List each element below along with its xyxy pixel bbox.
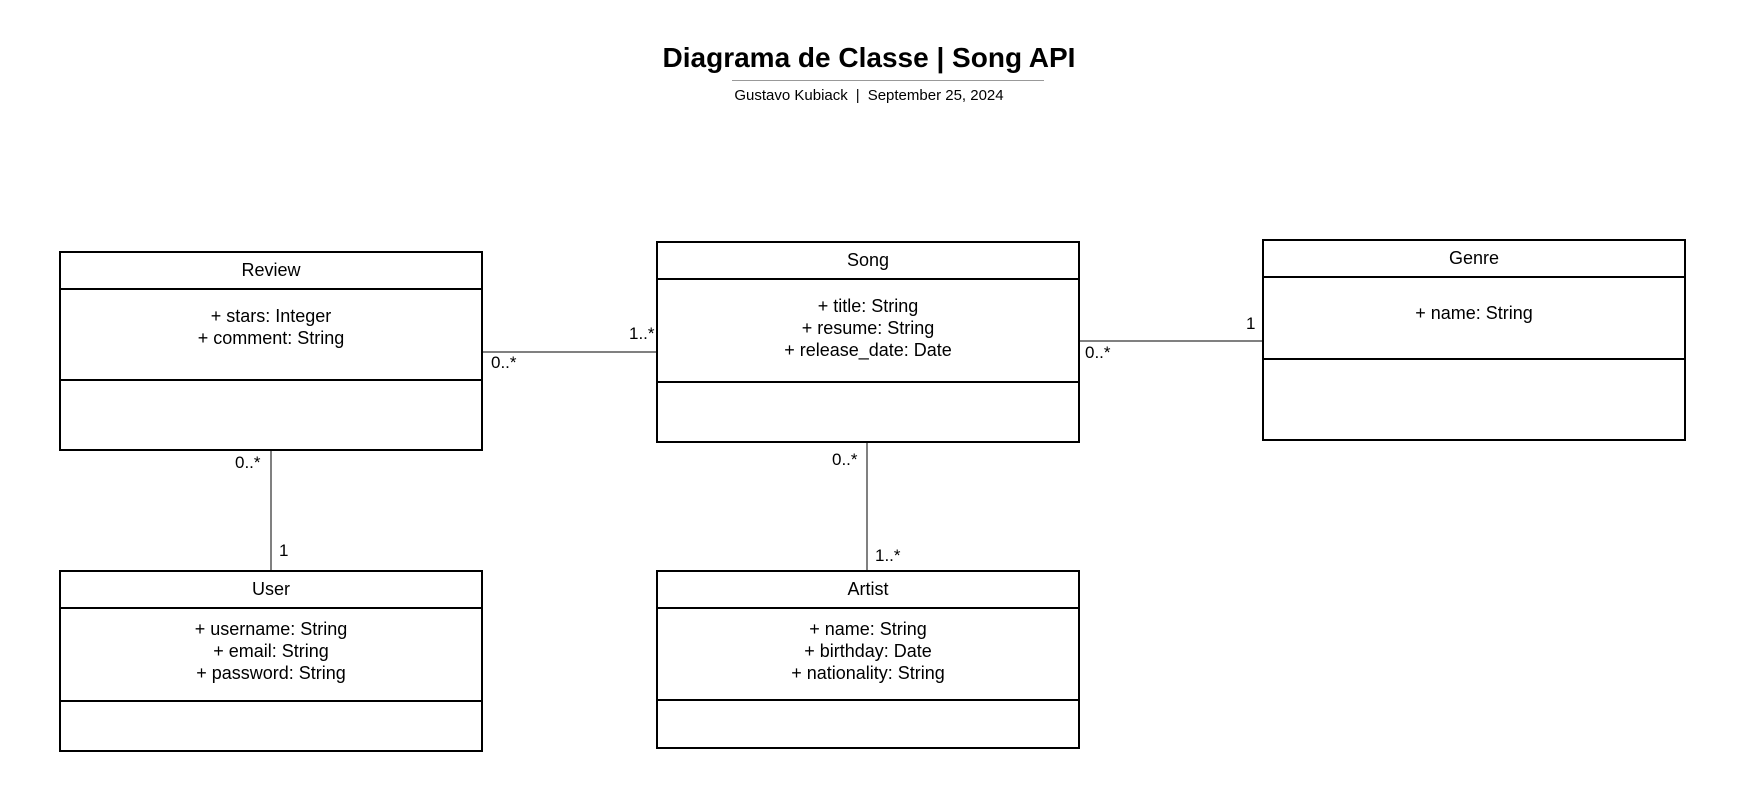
multiplicity-review-song-song-end: 1..* bbox=[629, 324, 655, 343]
multiplicity-song-genre-song-end: 0..* bbox=[1085, 343, 1111, 362]
class-review-attributes: + stars: Integer + comment: String bbox=[61, 290, 481, 381]
attribute: + name: String bbox=[809, 619, 927, 639]
class-review-methods bbox=[61, 381, 481, 449]
attribute: + stars: Integer bbox=[210, 306, 332, 326]
attribute: + title: String bbox=[817, 296, 919, 316]
attribute: + name: String bbox=[1415, 303, 1533, 323]
multiplicity-song-artist-song-end: 0..* bbox=[832, 450, 858, 469]
class-genre-methods bbox=[1264, 360, 1684, 439]
class-user[interactable]: User + username: String + email: String … bbox=[59, 570, 483, 752]
attribute: + username: String bbox=[194, 619, 348, 639]
class-user-methods bbox=[61, 702, 481, 750]
date: September 25, 2024 bbox=[867, 87, 1004, 104]
class-artist-attributes: + name: String + birthday: Date + nation… bbox=[658, 609, 1078, 701]
diagram-title: Diagrama de Classe | Song API bbox=[662, 42, 1076, 73]
class-artist-methods bbox=[658, 701, 1078, 747]
attribute: + nationality: String bbox=[791, 663, 945, 683]
class-user-name: User bbox=[61, 572, 481, 609]
class-genre-attributes: + name: String bbox=[1264, 278, 1684, 360]
class-song-methods bbox=[658, 383, 1078, 441]
diagram-subtitle: Gustavo Kubiack | September 25, 2024 bbox=[0, 87, 1738, 105]
attribute: + password: String bbox=[196, 663, 346, 683]
class-artist[interactable]: Artist + name: String + birthday: Date +… bbox=[656, 570, 1080, 749]
author: Gustavo Kubiack bbox=[734, 87, 848, 104]
multiplicity-song-artist-artist-end: 1..* bbox=[875, 546, 901, 565]
class-artist-name: Artist bbox=[658, 572, 1078, 609]
class-genre[interactable]: Genre + name: String bbox=[1262, 239, 1686, 441]
attribute: + release_date: Date bbox=[784, 340, 952, 360]
class-review-name: Review bbox=[61, 253, 481, 290]
multiplicity-review-user-user-end: 1 bbox=[279, 541, 289, 560]
class-user-attributes: + username: String + email: String + pas… bbox=[61, 609, 481, 702]
class-genre-name: Genre bbox=[1264, 241, 1684, 278]
class-song[interactable]: Song + title: String + resume: String + … bbox=[656, 241, 1080, 443]
attribute: + email: String bbox=[213, 641, 329, 661]
attribute: + comment: String bbox=[197, 328, 345, 348]
multiplicity-review-song-review-end: 0..* bbox=[491, 353, 517, 372]
multiplicity-review-user-review-end: 0..* bbox=[235, 453, 261, 472]
attribute: + birthday: Date bbox=[804, 641, 932, 661]
class-review[interactable]: Review + stars: Integer + comment: Strin… bbox=[59, 251, 483, 451]
title-underline bbox=[732, 80, 1044, 81]
attribute: + resume: String bbox=[801, 318, 935, 338]
subtitle-separator: | bbox=[855, 87, 860, 104]
class-song-name: Song bbox=[658, 243, 1078, 280]
multiplicity-song-genre-genre-end: 1 bbox=[1246, 314, 1256, 333]
class-song-attributes: + title: String + resume: String + relea… bbox=[658, 280, 1078, 383]
